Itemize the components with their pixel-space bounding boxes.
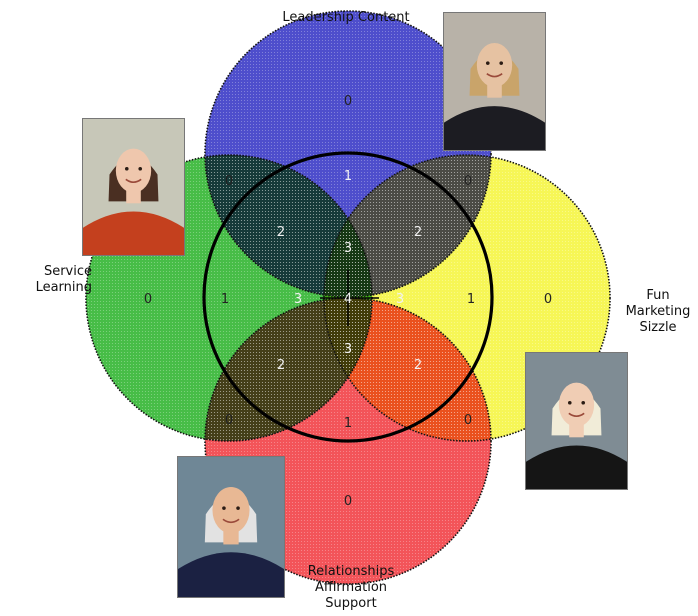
portrait-image-left bbox=[83, 119, 184, 255]
region-value-right-inner: 1 bbox=[467, 292, 475, 307]
region-value-top-only: 0 bbox=[344, 94, 352, 109]
portrait-bottom bbox=[177, 456, 285, 598]
region-value-top-left-pair: 2 bbox=[277, 225, 285, 240]
region-value-top-right-outer: 0 bbox=[464, 174, 472, 189]
portrait-image-bottom bbox=[178, 457, 284, 597]
portrait-eye bbox=[124, 166, 129, 171]
region-value-triple-right: 3 bbox=[396, 292, 404, 307]
label-leadership-content: Leadership Content bbox=[246, 10, 446, 26]
portrait-eye bbox=[567, 400, 572, 405]
region-value-bottom-only: 0 bbox=[344, 494, 352, 509]
portrait-clothing bbox=[178, 552, 284, 597]
portrait-eye bbox=[138, 166, 143, 171]
portrait-eye bbox=[236, 506, 240, 510]
label-fun-marketing-sizzle-line-3: Sizzle bbox=[639, 320, 677, 335]
portrait-smile bbox=[568, 412, 585, 417]
region-value-left-only: 0 bbox=[144, 292, 152, 307]
portrait-left bbox=[82, 118, 185, 256]
portrait-right bbox=[525, 352, 628, 490]
region-value-triple-left: 3 bbox=[294, 292, 302, 307]
circle-outline-bottom bbox=[204, 297, 492, 585]
region-value-top-left-outer: 0 bbox=[225, 174, 233, 189]
region-value-triple-top: 3 bbox=[344, 241, 352, 256]
circle-outline-right bbox=[323, 154, 611, 442]
portrait-clothing bbox=[526, 445, 627, 489]
region-value-bottom-right-pair: 2 bbox=[414, 358, 422, 373]
region-value-bottom-left-pair: 2 bbox=[277, 358, 285, 373]
focus-ring bbox=[202, 151, 494, 443]
region-value-triple-bottom: 3 bbox=[344, 342, 352, 357]
portrait-top bbox=[443, 12, 546, 151]
region-value-bottom-left-outer: 0 bbox=[225, 413, 233, 428]
region-value-top-inner: 1 bbox=[344, 169, 352, 184]
label-relationships-affirmation-support-line-1: Relationships bbox=[307, 564, 395, 579]
region-value-center: 4 bbox=[344, 292, 352, 307]
portrait-smile bbox=[486, 73, 503, 78]
portrait-smile bbox=[222, 518, 240, 524]
circle-outline-top bbox=[204, 10, 492, 298]
portrait-face bbox=[558, 382, 595, 427]
portrait-image-right bbox=[526, 353, 627, 489]
label-leadership-content-line-1: Leadership Content bbox=[282, 10, 410, 25]
portrait-face bbox=[212, 487, 250, 534]
portrait-face bbox=[476, 42, 513, 88]
portrait-eye bbox=[499, 61, 504, 65]
label-relationships-affirmation-support-line-3: Support bbox=[325, 596, 377, 611]
portrait-clothing bbox=[83, 211, 184, 255]
portrait-face bbox=[115, 148, 152, 193]
portrait-eye bbox=[581, 400, 586, 405]
label-service-learning-line-1: Service bbox=[43, 264, 92, 279]
label-fun-marketing-sizzle-line-1: Fun bbox=[646, 288, 670, 303]
portrait-eye bbox=[222, 506, 226, 510]
label-fun-marketing-sizzle-line-2: Marketing bbox=[625, 304, 691, 319]
region-value-bottom-right-outer: 0 bbox=[464, 413, 472, 428]
region-value-bottom-inner: 1 bbox=[344, 416, 352, 431]
region-value-top-right-pair: 2 bbox=[414, 225, 422, 240]
label-service-learning-line-2: Learning bbox=[35, 280, 92, 295]
portrait-clothing bbox=[444, 106, 545, 150]
region-value-right-only: 0 bbox=[544, 292, 552, 307]
label-relationships-affirmation-support-line-2: Affirmation bbox=[314, 580, 388, 595]
portrait-eye bbox=[485, 61, 490, 65]
portrait-smile bbox=[125, 178, 142, 183]
region-value-left-inner: 1 bbox=[221, 292, 229, 307]
portrait-image-top bbox=[444, 13, 545, 150]
